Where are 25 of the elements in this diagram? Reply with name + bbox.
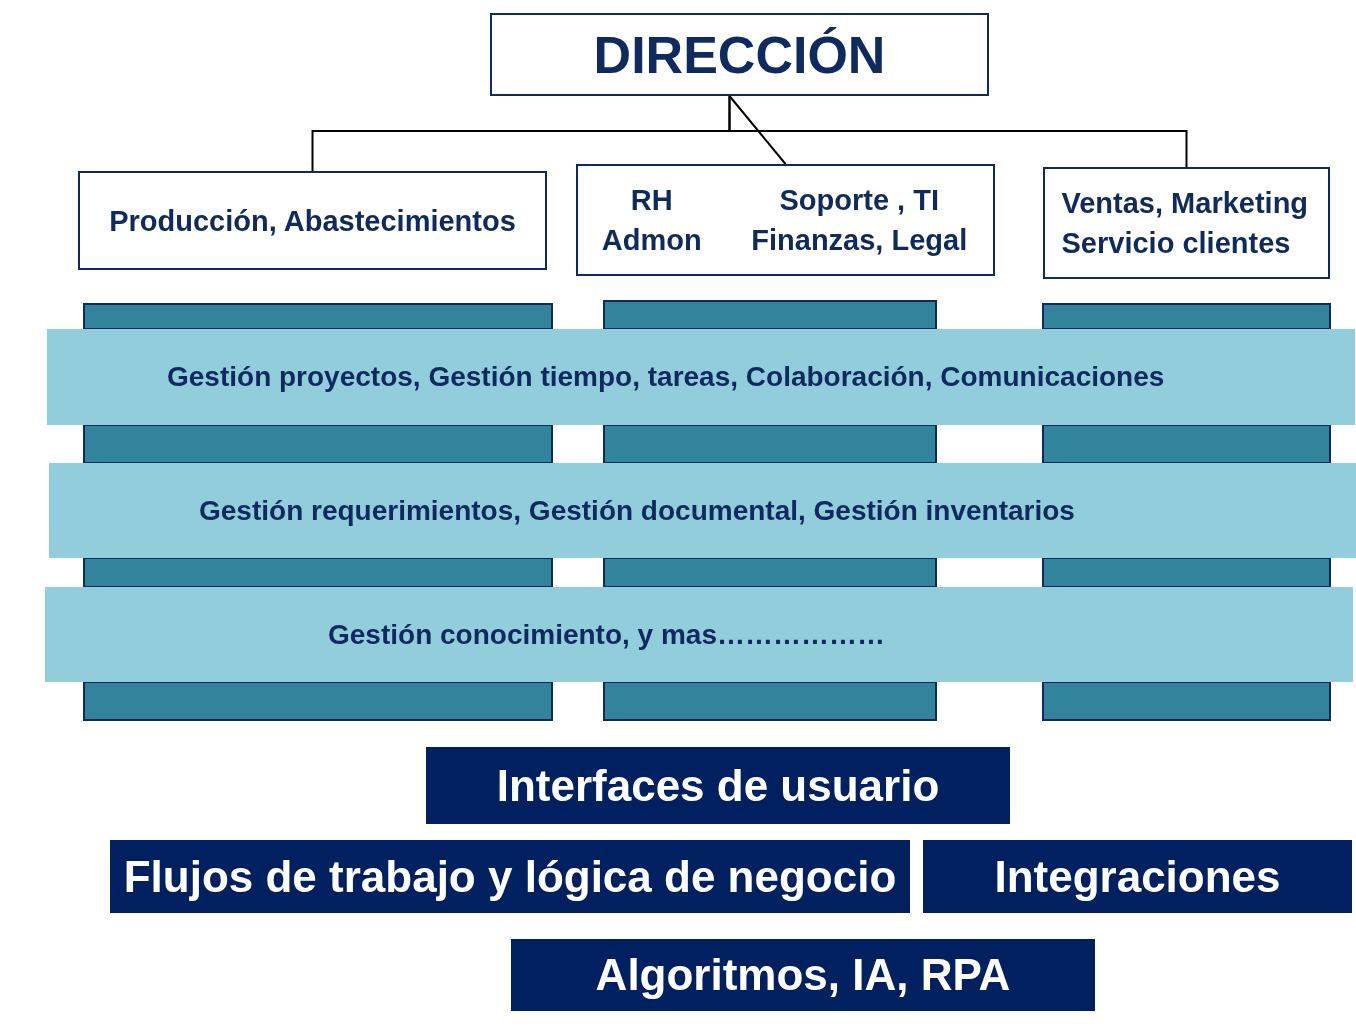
department-box <box>78 171 547 270</box>
connector-line <box>728 95 1188 168</box>
label-text: Producción, Abastecimientos <box>109 203 516 239</box>
connector-line <box>728 95 787 165</box>
platform-layer <box>426 747 1010 824</box>
function-band <box>45 587 1353 682</box>
label-text: Integraciones <box>994 851 1281 902</box>
label-text: Algoritmos, IA, RPA <box>595 950 1011 1000</box>
label-text: Interfaces de usuario <box>496 760 940 811</box>
label-text: RH Admon <box>601 183 702 258</box>
platform-layer <box>110 840 910 913</box>
label-text: Flujos de trabajo y lógica de negocio <box>123 851 897 902</box>
label-text: Gestión requerimientos, Gestión documental, Gestión inventarios <box>199 494 1075 527</box>
function-band <box>49 463 1356 558</box>
label-text: Ventas, Marketing Servicio clientes <box>1061 186 1310 261</box>
function-band <box>47 329 1355 425</box>
label-text: Gestión conocimiento, y mas……………… <box>328 618 885 651</box>
label-text: Gestión proyectos, Gestión tiempo, tareas, Colaboración, Comunicaciones <box>167 361 1165 393</box>
department-box <box>1043 167 1330 279</box>
department-box <box>576 164 995 276</box>
label-text: DIRECCIÓN <box>593 24 886 85</box>
label-text: Soporte , TI Finanzas, Legal <box>750 183 969 258</box>
platform-layer <box>511 939 1095 1011</box>
platform-layer <box>923 840 1352 913</box>
management-box <box>490 13 989 96</box>
